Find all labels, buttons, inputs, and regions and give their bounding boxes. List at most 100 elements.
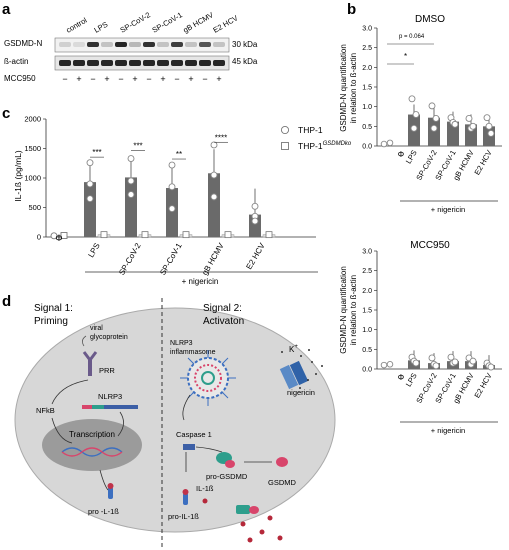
- y-tick-label: 1.0: [362, 104, 372, 111]
- blot-row-label: GSDMD-N: [4, 39, 42, 48]
- data-point: [485, 122, 493, 130]
- arrow: [182, 394, 191, 421]
- gsdmd-band: [213, 42, 225, 47]
- actin-band: [213, 60, 225, 66]
- x-tick-label: LPS: [404, 149, 419, 166]
- panel-letter-d: d: [2, 293, 11, 310]
- x-tick-label: SP-CoV-2: [117, 241, 143, 277]
- gsdmd-label: GSDMD: [268, 478, 297, 487]
- lane-label: gB HCMV: [182, 10, 215, 34]
- mcc-sign: +: [160, 74, 165, 84]
- pro-il1b-icon: [107, 483, 114, 499]
- legend-marker-square: [281, 142, 289, 150]
- arrow: [99, 469, 109, 491]
- lane-label: SP-CoV-1: [151, 10, 184, 34]
- y-tick-label: 0: [37, 233, 41, 242]
- data-point: [432, 115, 440, 122]
- gsdmd-band: [199, 42, 211, 47]
- actin-band: [101, 60, 113, 66]
- y-tick-label: 2000: [24, 115, 41, 124]
- data-point: [469, 357, 477, 365]
- bar: [166, 188, 178, 237]
- nigericin-label: nigericin: [287, 388, 315, 397]
- data-point: [487, 129, 495, 137]
- data-point: [210, 171, 218, 179]
- mcc-sign: +: [104, 74, 109, 84]
- mcc-sign: +: [188, 74, 193, 84]
- mcc950-chart: 0.00.51.01.52.02.53.0LPSSP-CoV-2SP-CoV-1…: [362, 249, 502, 405]
- sig-label: ****: [215, 133, 227, 142]
- y-tick-label: 0.5: [362, 124, 372, 131]
- b1-star: *: [404, 52, 407, 61]
- blot-row-label: MCC950: [4, 74, 36, 83]
- signal1-label: Signal 1:: [34, 303, 73, 314]
- data-point: [182, 231, 190, 239]
- lane-label: LPS: [93, 20, 110, 35]
- pro-il1b-label: pro-IL-1ß: [168, 512, 199, 521]
- data-point: [447, 353, 455, 361]
- mcc-sign: −: [174, 74, 179, 84]
- legend-label: THP-1: [298, 141, 323, 151]
- legend-sup: GSDMDko: [323, 141, 352, 147]
- blot-strip-actin: [54, 55, 230, 71]
- b1-ylabel: in relation to ß-actin: [349, 53, 358, 123]
- y-tick-label: 0.0: [362, 144, 372, 151]
- data-point: [483, 114, 491, 122]
- arrow: [117, 411, 124, 437]
- mcc-sign: +: [76, 74, 81, 84]
- kda-label: 30 kDa: [232, 40, 258, 49]
- data-point: [408, 95, 416, 103]
- viral-label: viral: [90, 325, 103, 332]
- b2-ylabel: GSDMD-N quantification: [339, 266, 348, 354]
- y-tick-label: 2.0: [362, 288, 372, 295]
- actin-band: [185, 60, 197, 66]
- data-point: [127, 191, 135, 198]
- data-point: [432, 362, 440, 370]
- inflammasome-label: inflammasome: [170, 349, 216, 356]
- prr-label: PRR: [99, 366, 115, 375]
- nucleus: [42, 419, 142, 471]
- nfkb-label: NFkB: [36, 406, 55, 415]
- cell-diagram: Signal 1: Priming Signal 2: Activaton vi…: [14, 298, 336, 548]
- data-point: [100, 231, 108, 239]
- gsdmd-band: [87, 42, 99, 47]
- sig-label: ***: [133, 141, 142, 150]
- control-point: [380, 361, 388, 369]
- data-point: [428, 354, 436, 362]
- data-point: [265, 231, 273, 239]
- gsdmd-band: [185, 42, 197, 47]
- data-point: [224, 231, 232, 239]
- actin-band: [171, 60, 183, 66]
- kplus-label: K+: [289, 344, 298, 354]
- nlrp3-label: NLRP3: [98, 392, 122, 401]
- panel-letter-a: a: [2, 1, 11, 18]
- control-point: [50, 232, 58, 240]
- mcc-signs: −+−+−+−+−+−+: [62, 74, 221, 84]
- actin-band: [143, 60, 155, 66]
- actin-band: [73, 60, 85, 66]
- signal2-label: Signal 2:: [203, 303, 242, 314]
- y-tick-label: 1.5: [362, 308, 372, 315]
- bar: [125, 177, 137, 237]
- nlrp3-gene-icon: [82, 405, 138, 409]
- lane-label: control: [65, 16, 89, 35]
- arrow: [195, 446, 223, 453]
- mcc-sign: +: [216, 74, 221, 84]
- cell-membrane: [14, 307, 336, 533]
- data-point: [465, 115, 473, 122]
- x-tick-label: E2 HCV: [472, 372, 493, 400]
- pro-gsdmd-label: pro-GSDMD: [206, 472, 248, 481]
- actin-band: [115, 60, 127, 66]
- blot-strip-gsdmd: [54, 37, 230, 53]
- control-point: [380, 140, 388, 148]
- actin-band: [87, 60, 99, 66]
- inflammasome-label: NLRP3: [170, 340, 193, 347]
- gsdmd-band: [73, 42, 85, 47]
- lane-label: SP-CoV-2: [119, 10, 152, 34]
- legend-label: THP-1: [298, 125, 323, 135]
- blot-lane-labels: control LPS SP-CoV-2 SP-CoV-1 gB HCMV E2…: [65, 10, 240, 34]
- actin-band: [59, 60, 71, 66]
- y-tick-label: 1.5: [362, 85, 372, 92]
- pro-gsdmd-icon: [216, 452, 235, 468]
